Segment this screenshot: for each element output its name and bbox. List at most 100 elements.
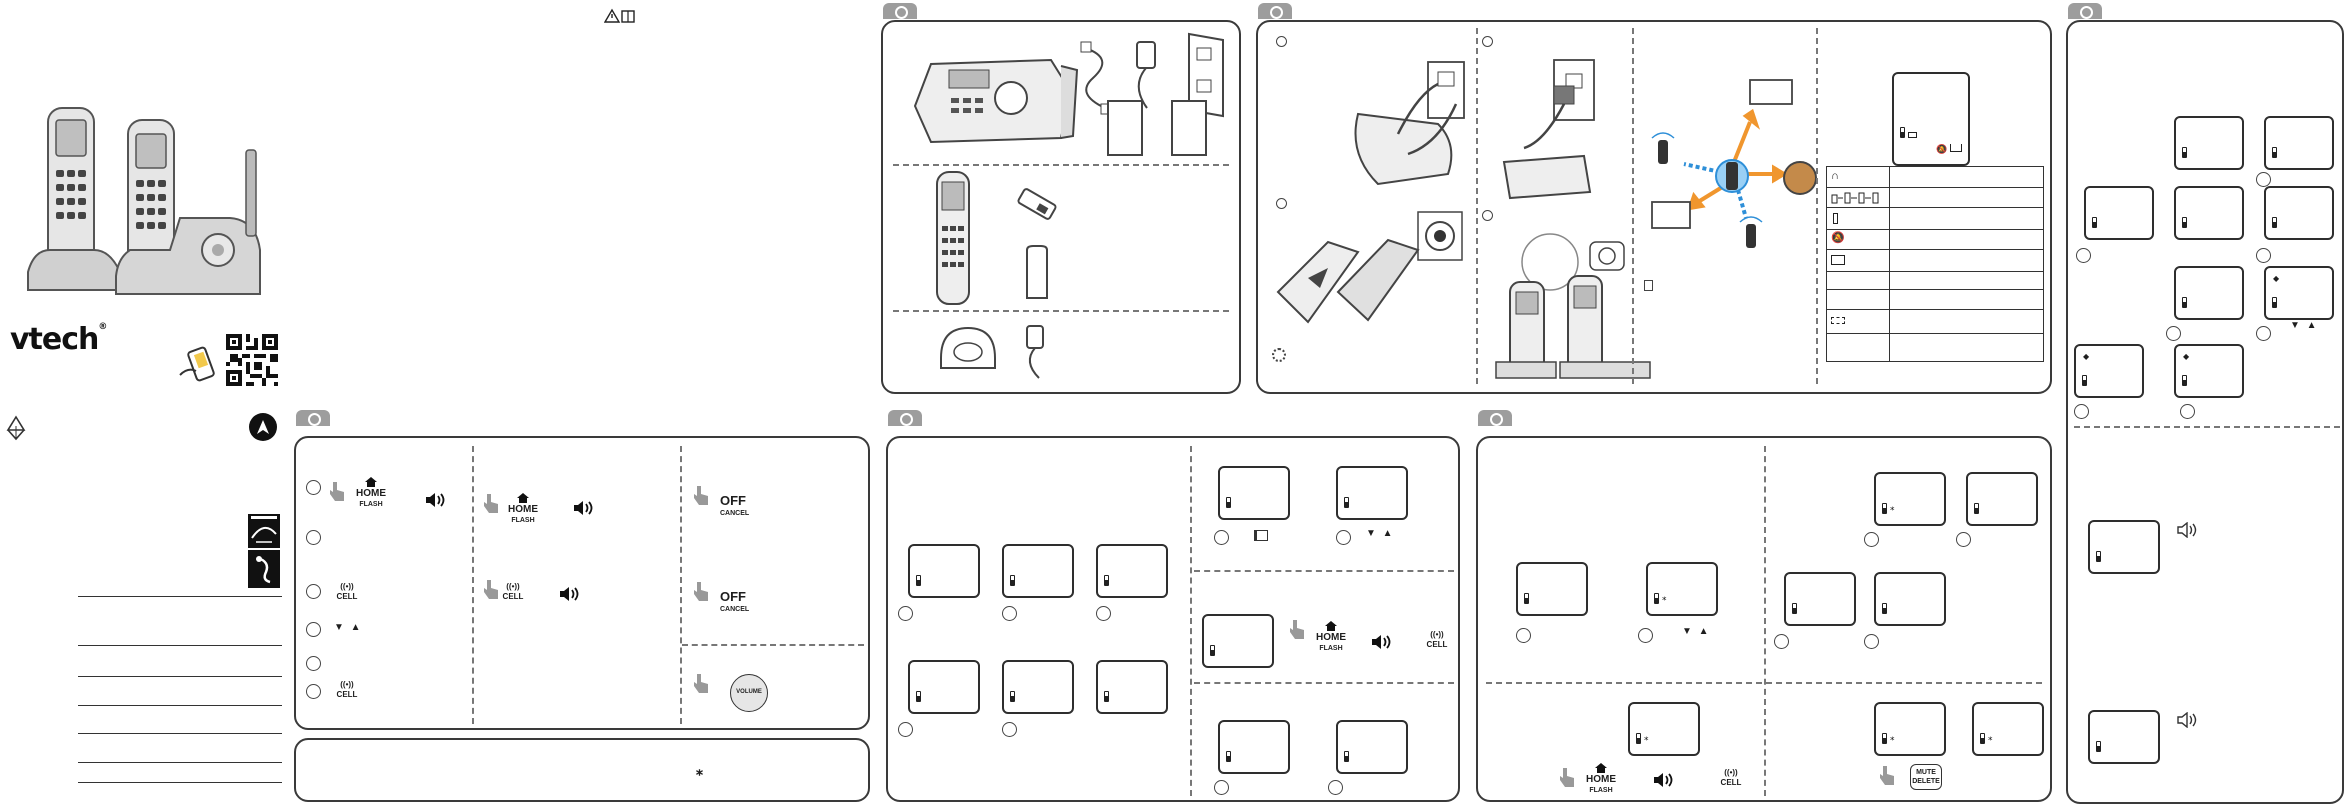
cancel-label: CANCEL: [720, 510, 750, 517]
off-cancel-key-1: OFF CANCEL: [720, 494, 780, 520]
ringer-off-legend-icon: 🔕: [1831, 232, 1845, 244]
warning-manual-icon: [603, 8, 636, 24]
charger-illustration: [940, 326, 996, 369]
answering-step-5: [1774, 634, 1789, 649]
answering-divider-1: [1764, 446, 1766, 796]
press-hand-icon-6: [694, 674, 708, 693]
cell-label-5: CELL: [1720, 778, 1742, 787]
cell-signal-icon-5: ((•)): [1724, 768, 1738, 777]
wall-outlet-illustration: [1502, 59, 1595, 200]
answering-step-1: [1516, 628, 1531, 643]
displays-divider-2: [1194, 570, 1454, 572]
time-box-icon: [1950, 144, 1962, 152]
display-step-1: [898, 606, 913, 621]
speaker-icon-2: [574, 501, 593, 515]
note-icon: [1644, 280, 1653, 291]
press-hand-icon-1: [330, 482, 344, 501]
handset-illustration: [936, 171, 970, 305]
home-label: HOME: [356, 488, 386, 499]
settings-step-e: [2256, 326, 2271, 341]
display-screen-1: [908, 544, 980, 598]
blank-line-4: [78, 705, 282, 706]
settings-step-c: [2256, 248, 2271, 263]
calls-divider-1: [472, 446, 474, 724]
quick-guide-booklet: [1171, 100, 1207, 156]
press-hand-icon-4: [694, 486, 708, 505]
blank-line-1: [78, 596, 282, 597]
answering-step-6: [1864, 634, 1879, 649]
settings-screen-5: [2264, 186, 2334, 240]
battery-status-icon: [1833, 213, 1838, 224]
home-icon-2: [517, 493, 529, 503]
qr-code: [226, 334, 278, 386]
answering-screen-9: ⁎: [1972, 702, 2044, 756]
display-screen-8: [1336, 466, 1408, 520]
press-hand-icon-9: [1880, 766, 1894, 785]
settings-nav-arrows: ▼ ▲: [2290, 320, 2319, 331]
panel-parts: [881, 20, 1241, 394]
cell-signal-icon-1: ((•)): [340, 582, 354, 591]
registered-mark: ®: [98, 322, 107, 332]
settings-divider: [2074, 426, 2340, 428]
parts-divider-1: [893, 164, 1229, 166]
display-screen-2: [1002, 544, 1074, 598]
mute-delete-key: MUTE DELETE: [1910, 764, 1942, 790]
settings-screen-3: [2084, 186, 2154, 240]
settings-step-f: [2074, 404, 2089, 419]
display-step-7: [1336, 530, 1351, 545]
install-divider-2: [1632, 28, 1634, 384]
off-label: OFF: [720, 493, 746, 508]
display-step-5: [1002, 722, 1017, 737]
panel-install: 🔕 ∩ 🔕: [1256, 20, 2052, 394]
section-tab-install: [1258, 3, 1292, 19]
cell-signal-icon-2: ((•)): [340, 680, 354, 689]
install-step-3-marker: [1482, 36, 1493, 47]
display-step-6: [1214, 530, 1229, 545]
display-screen-9: [1202, 614, 1274, 668]
press-hand-icon-8: [1560, 768, 1574, 787]
cell-signal-icon-3: ((•)): [506, 582, 520, 591]
vtech-logo-text: vtech: [10, 322, 99, 357]
settings-step-a: [2256, 172, 2271, 187]
parts-divider-2: [893, 310, 1229, 312]
circle-arrow-logo: [248, 412, 278, 442]
product-image: [20, 100, 270, 300]
blank-line-2: [78, 645, 282, 646]
press-hand-icon-7: [1290, 620, 1304, 639]
install-step-4-marker: [1482, 210, 1493, 221]
displays-divider-3: [1194, 682, 1454, 684]
speaker-icon-3: [560, 587, 579, 601]
answering-step-2: [1638, 628, 1653, 643]
home-label-4: HOME: [1586, 774, 1616, 785]
certification-badge-bottom: [248, 550, 280, 588]
recycle-icon: [2, 414, 30, 442]
display-reference-screen: 🔕: [1892, 72, 1970, 166]
calls-step-5: [306, 656, 321, 671]
mute-label: MUTE: [1916, 769, 1936, 776]
certification-badge-top: [248, 514, 280, 548]
section-tab-answering: [1478, 410, 1512, 426]
panel-calls-note: ⁎: [294, 738, 870, 802]
flash-label-4: FLASH: [1589, 787, 1613, 794]
display-screen-11: [1336, 720, 1408, 774]
calls-divider-2: [680, 446, 682, 724]
answering-screen-8: ⁎: [1874, 702, 1946, 756]
answering-screen-7: ⁎: [1628, 702, 1700, 756]
display-step-9: [1328, 780, 1343, 795]
display-step-2: [1002, 606, 1017, 621]
ring-volume-screen-2: [2088, 710, 2160, 764]
charging-spinner-icon: [1272, 348, 1286, 362]
handset-charging-illustration: [1495, 233, 1651, 379]
cell-signal-icon-4: ((•)): [1430, 630, 1444, 639]
settings-screen-6: [2174, 266, 2244, 320]
section-tab-calls: [296, 410, 330, 426]
answering-nav-arrows: ▼ ▲: [1682, 626, 1711, 637]
flash-label-2: FLASH: [511, 517, 535, 524]
battery-cover-illustration: [1026, 245, 1048, 299]
display-screen-6: [1096, 660, 1168, 714]
ringer-speaker-icon-2: [2177, 712, 2197, 728]
range-diagram: [1651, 79, 1817, 248]
cell-key-5: ((•))CELL: [1714, 768, 1748, 788]
cell-key-3: ((•))CELL: [496, 582, 530, 602]
base-connection-illustration: [1354, 61, 1465, 186]
